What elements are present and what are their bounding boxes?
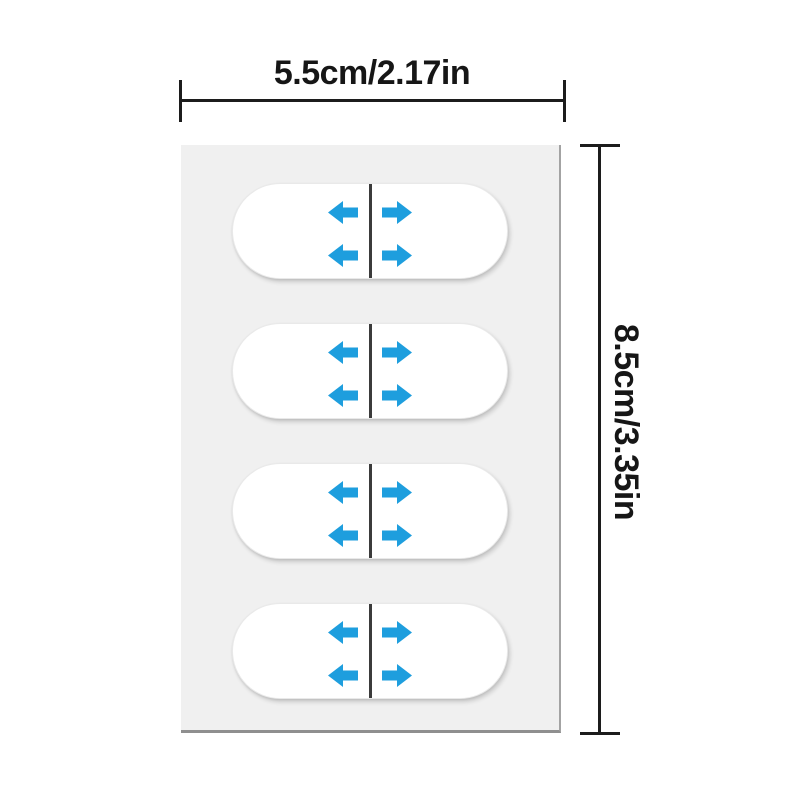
- sticker-strip: [232, 183, 508, 279]
- arrow-right-icon: [382, 201, 412, 224]
- right-arrow-group: [382, 481, 412, 547]
- arrow-right-icon: [382, 621, 412, 644]
- center-divider-line: [368, 324, 372, 418]
- arrow-left-icon: [328, 621, 358, 644]
- arrow-left-icon: [328, 341, 358, 364]
- center-divider-line: [368, 604, 372, 698]
- sticker-sheet: [181, 145, 561, 733]
- arrow-left-icon: [328, 244, 358, 267]
- left-arrow-group: [328, 201, 358, 267]
- center-divider-line: [368, 184, 372, 278]
- arrow-right-icon: [382, 524, 412, 547]
- dimension-tick-left: [178, 79, 182, 122]
- arrow-right-icon: [382, 664, 412, 687]
- right-arrow-group: [382, 201, 412, 267]
- dimension-tick-bottom: [579, 731, 620, 735]
- height-dimension-line: [579, 143, 620, 735]
- arrow-left-icon: [328, 481, 358, 504]
- arrow-left-icon: [328, 524, 358, 547]
- arrow-right-icon: [382, 384, 412, 407]
- arrow-left-icon: [328, 664, 358, 687]
- sticker-strip: [232, 463, 508, 559]
- dimension-tick-top: [579, 143, 620, 147]
- left-arrow-group: [328, 341, 358, 407]
- right-arrow-group: [382, 621, 412, 687]
- right-arrow-group: [382, 341, 412, 407]
- height-dimension-label: 8.5cm/3.35in: [607, 323, 645, 521]
- width-dimension-label: 5.5cm/2.17in: [273, 54, 471, 92]
- sticker-strip: [232, 323, 508, 419]
- left-arrow-group: [328, 621, 358, 687]
- sticker-strip: [232, 603, 508, 699]
- left-arrow-group: [328, 481, 358, 547]
- arrow-right-icon: [382, 341, 412, 364]
- center-divider-line: [368, 464, 372, 558]
- arrow-left-icon: [328, 201, 358, 224]
- arrow-left-icon: [328, 384, 358, 407]
- arrow-right-icon: [382, 244, 412, 267]
- arrow-right-icon: [382, 481, 412, 504]
- width-dimension-line: [178, 79, 566, 122]
- dimension-tick-right: [562, 79, 566, 122]
